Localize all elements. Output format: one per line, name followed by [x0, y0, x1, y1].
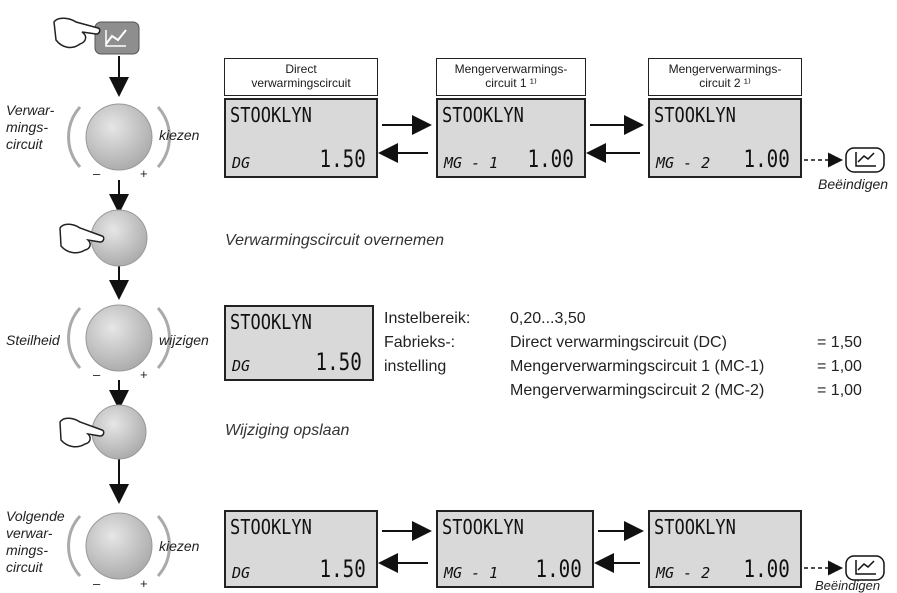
- factory-row-value: = 1,00: [817, 382, 862, 399]
- lcd-display-direct: STOOKLYN DG 1.50: [224, 510, 378, 588]
- header-line: Direct: [285, 62, 317, 76]
- header-line: circuit 1 ¹⁾: [485, 76, 537, 90]
- label-slope: Steilheid: [6, 332, 60, 348]
- rotary-knob-icon: – +: [67, 304, 171, 382]
- header-line: Mengerverwarmings-: [454, 62, 568, 76]
- factory-row-value: = 1,50: [817, 334, 862, 351]
- start-button-icon: [94, 21, 140, 55]
- lcd-display-mixer1: STOOKLYN MG - 1 1.00: [436, 510, 594, 588]
- action-wijzigen: wijzigen: [159, 332, 209, 348]
- range-value: 0,20...3,50: [510, 310, 586, 327]
- lcd-value: 1.00: [743, 555, 790, 583]
- factory-label: Fabrieks-:: [384, 334, 456, 351]
- lcd-top-text: STOOKLYN: [654, 515, 736, 539]
- lcd-top-text: STOOKLYN: [442, 515, 524, 539]
- horizontal-arrows-row1: [378, 115, 843, 168]
- header-mixer-circuit-1: Mengerverwarmings- circuit 1 ¹⁾: [436, 58, 586, 96]
- lcd-display-mixer1: STOOKLYN MG - 1 1.00: [436, 98, 586, 178]
- factory-row-name: Mengerverwarmingscircuit 2 (MC-2): [510, 382, 765, 399]
- push-knob-icon: [59, 209, 148, 267]
- factory-row-name: Direct verwarmingscircuit (DC): [510, 334, 727, 351]
- lcd-display-direct: STOOKLYN DG 1.50: [224, 98, 378, 178]
- label-line: circuit: [6, 136, 43, 152]
- lcd-top-text: STOOKLYN: [230, 310, 312, 334]
- lcd-top-text: STOOKLYN: [442, 103, 524, 127]
- label-select-circuit: Verwar- mings- circuit: [6, 102, 54, 153]
- header-line: circuit 2 ¹⁾: [699, 76, 751, 90]
- lcd-circuit-code: DG: [232, 154, 251, 172]
- lcd-value: 1.50: [319, 555, 366, 583]
- svg-text:+: +: [140, 166, 148, 181]
- label-line: Volgende: [6, 508, 65, 524]
- label-line: circuit: [6, 559, 43, 575]
- step-accept-circuit: Verwarmingscircuit overnemen: [225, 232, 445, 249]
- header-direct-circuit: Direct verwarmingscircuit: [224, 58, 378, 96]
- push-knob-icon: [59, 404, 147, 460]
- lcd-circuit-code: DG: [232, 564, 251, 582]
- range-label: Instelbereik:: [384, 310, 471, 327]
- lcd-circuit-code: MG - 1: [444, 564, 499, 582]
- lcd-value: 1.50: [315, 348, 362, 376]
- svg-text:–: –: [93, 367, 101, 382]
- label-next-circuit: Volgende verwar- mings- circuit: [6, 508, 65, 576]
- header-line: verwarmingscircuit: [251, 76, 351, 90]
- heating-curve-icon: [845, 147, 885, 173]
- lcd-value: 1.00: [743, 145, 790, 173]
- pointing-hand-icon: [53, 17, 101, 49]
- label-line: verwar-: [6, 525, 53, 541]
- lcd-display-mixer2: STOOKLYN MG - 2 1.00: [648, 510, 802, 588]
- action-kiezen: kiezen: [159, 538, 200, 554]
- end-label: Beëindigen: [818, 176, 889, 192]
- lcd-value: 1.00: [527, 145, 574, 173]
- lcd-display-slope-edit: STOOKLYN DG 1.50: [224, 305, 374, 381]
- action-kiezen: kiezen: [159, 127, 200, 143]
- lcd-display-mixer2: STOOKLYN MG - 2 1.00: [648, 98, 802, 178]
- lcd-circuit-code: MG - 2: [656, 154, 711, 172]
- lcd-circuit-code: MG - 1: [444, 154, 499, 172]
- header-mixer-circuit-2: Mengerverwarmings- circuit 2 ¹⁾: [648, 58, 802, 96]
- factory-label-2: instelling: [384, 358, 447, 375]
- horizontal-arrows-row3: [378, 521, 843, 576]
- factory-row-value: = 1,00: [817, 358, 862, 375]
- factory-row-name: Mengerverwarmingscircuit 1 (MC-1): [510, 358, 765, 375]
- svg-text:+: +: [140, 367, 148, 382]
- lcd-top-text: STOOKLYN: [654, 103, 736, 127]
- svg-text:–: –: [93, 166, 101, 181]
- svg-text:+: +: [140, 576, 148, 591]
- label-line: Verwar-: [6, 102, 55, 118]
- svg-text:–: –: [93, 576, 101, 591]
- label-line: mings-: [6, 542, 49, 558]
- lcd-value: 1.00: [535, 555, 582, 583]
- lcd-value: 1.50: [319, 145, 366, 173]
- lcd-circuit-code: DG: [232, 357, 251, 375]
- step-save-change: Wijziging opslaan: [225, 422, 350, 439]
- lcd-circuit-code: MG - 2: [656, 564, 711, 582]
- label-line: mings-: [6, 119, 49, 135]
- rotary-knob-icon: – +: [67, 103, 171, 181]
- header-line: Mengerverwarmings-: [668, 62, 782, 76]
- rotary-knob-icon: – +: [67, 512, 171, 591]
- end-label: Beëindigen: [815, 578, 881, 593]
- lcd-top-text: STOOKLYN: [230, 515, 312, 539]
- lcd-top-text: STOOKLYN: [230, 103, 312, 127]
- heating-curve-icon: [845, 555, 885, 581]
